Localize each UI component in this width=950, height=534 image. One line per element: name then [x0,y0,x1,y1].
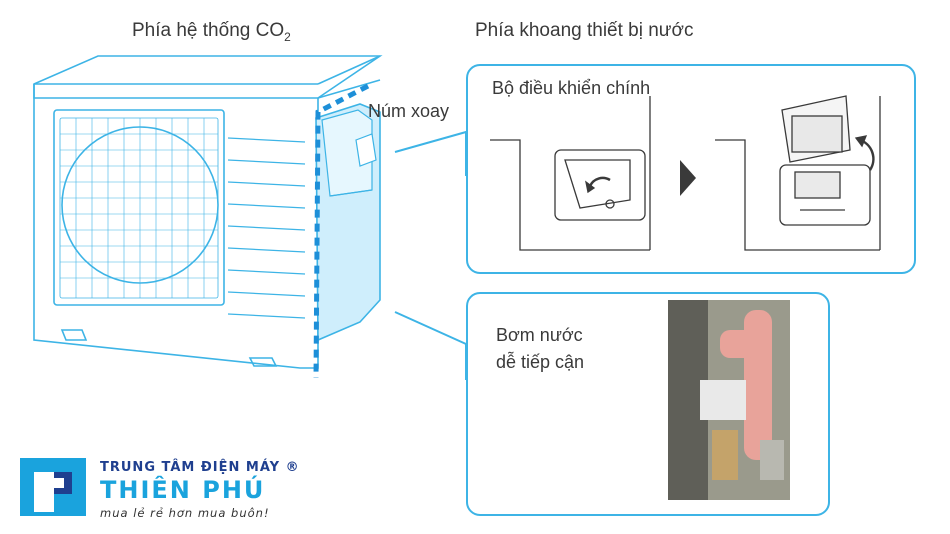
co2-side-heading: Phía hệ thống CO2 [132,20,291,44]
thien-phu-logo-mark [20,458,86,516]
separator-dashed-line [313,83,370,379]
pump-callout-pointer [394,311,467,380]
water-compartment [315,103,381,342]
logo-name: THIÊN PHÚ [100,476,266,504]
controller-callout-pointer [394,130,467,176]
knob-label: Núm xoay [368,101,450,121]
next-step-arrow [680,160,696,196]
controller-open-illustration [715,95,881,251]
logo-slogan: mua lẻ rẻ hơn mua buôn! [100,506,270,520]
main-controller-label: Bộ điều khiển chính [492,78,651,98]
water-side-heading: Phía khoang thiết bị nước [475,20,694,41]
outdoor-unit-illustration [33,55,383,369]
logo-title: TRUNG TÂM ĐIỆN MÁY ® [100,460,300,475]
pump-label-line1: Bơm nước [496,325,583,345]
water-pump-photo [668,300,790,500]
pump-label-line2: dễ tiếp cận [496,352,585,372]
controller-closed-illustration [490,96,651,251]
